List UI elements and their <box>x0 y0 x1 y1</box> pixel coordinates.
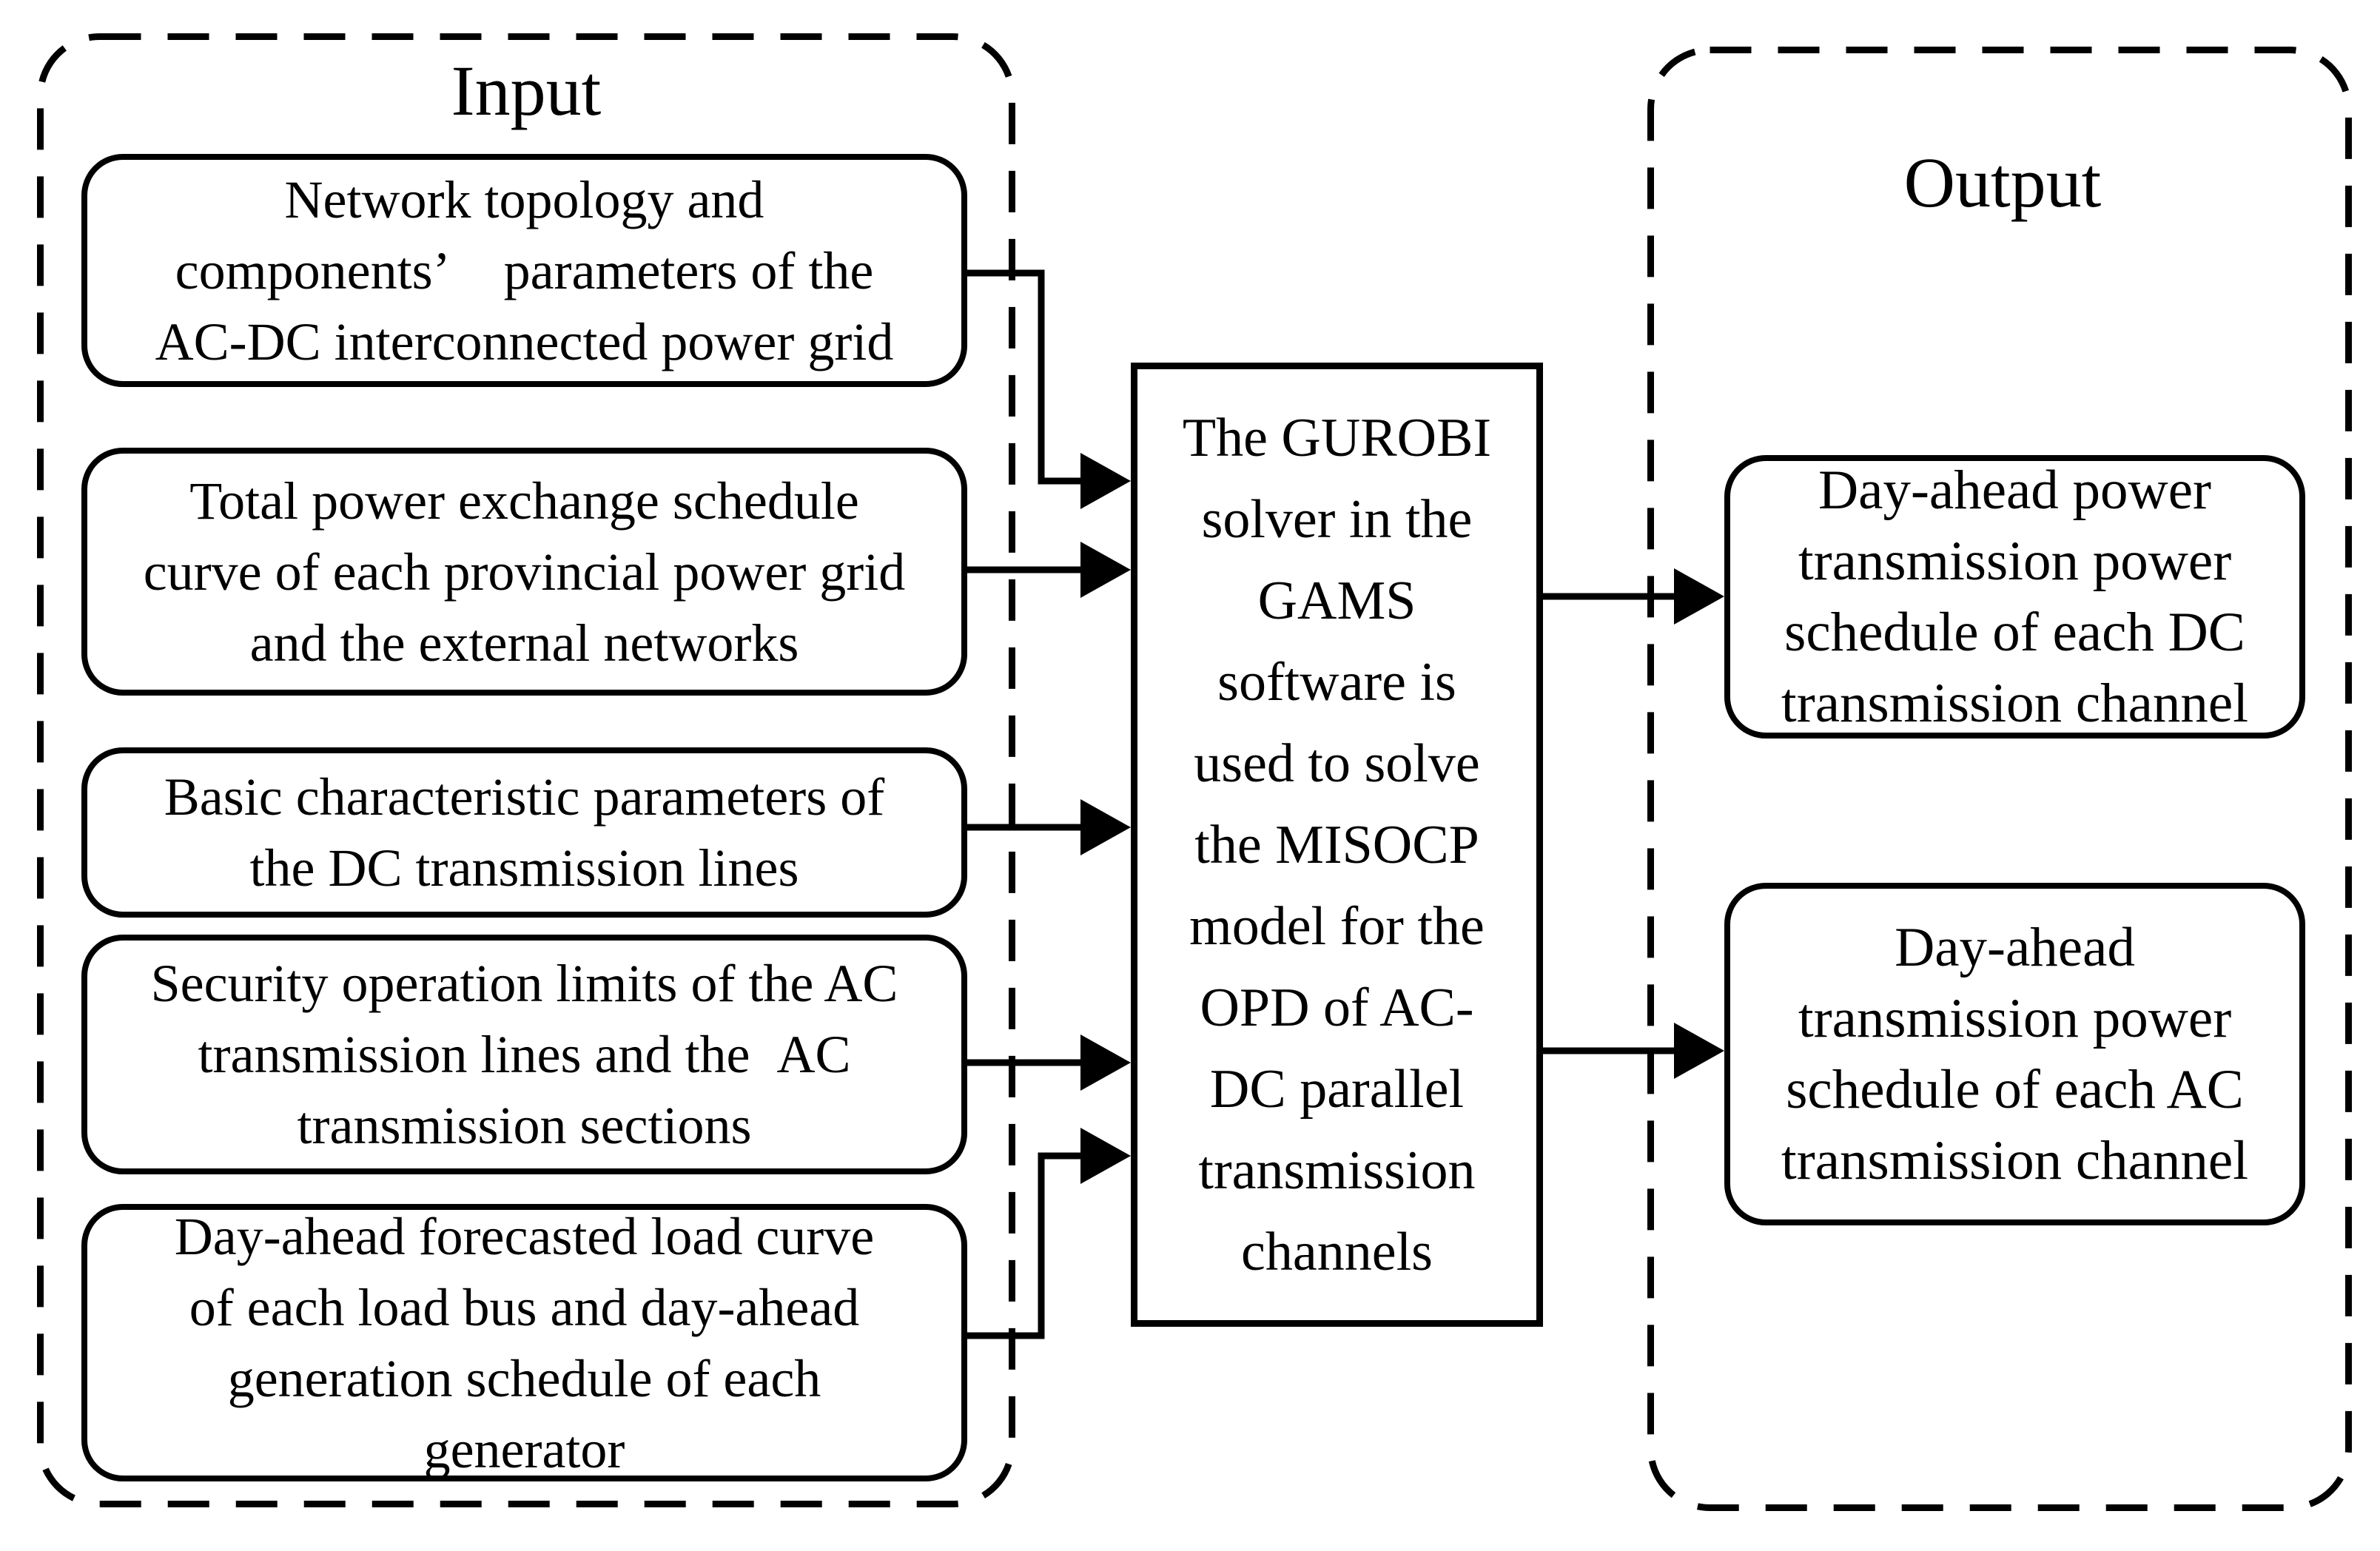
input-box-dc-line-parameters: Basic characteristic parameters of the D… <box>81 747 967 918</box>
arrow-input1-to-solver <box>964 269 1131 509</box>
arrow-input2-to-solver <box>964 542 1131 598</box>
input-box-security-limits: Security operation limits of the AC tran… <box>81 935 967 1174</box>
input-box-power-exchange-schedule: Total power exchange schedule curve of e… <box>81 448 967 696</box>
input-group-title: Input <box>451 51 602 130</box>
output-box-dc-schedule: Day-ahead power transmission power sched… <box>1724 455 2305 739</box>
arrow-solver-to-output2 <box>1543 1023 1724 1079</box>
output-group-title: Output <box>1903 143 2102 222</box>
arrow-input5-to-solver <box>964 1128 1131 1339</box>
solver-process-box: The GUROBI solver in the GAMS software i… <box>1131 363 1543 1327</box>
arrow-solver-to-output1 <box>1543 568 1724 625</box>
output-group-border <box>1647 47 2352 1511</box>
input-box-network-topology: Network topology and components’ paramet… <box>81 154 967 387</box>
output-box-ac-schedule: Day-ahead transmission power schedule of… <box>1724 883 2305 1225</box>
arrow-input4-to-solver <box>964 1034 1131 1091</box>
input-group-border <box>37 33 1015 1507</box>
arrow-input3-to-solver <box>964 799 1131 855</box>
input-box-forecasted-load: Day-ahead forecasted load curve of each … <box>81 1204 967 1481</box>
